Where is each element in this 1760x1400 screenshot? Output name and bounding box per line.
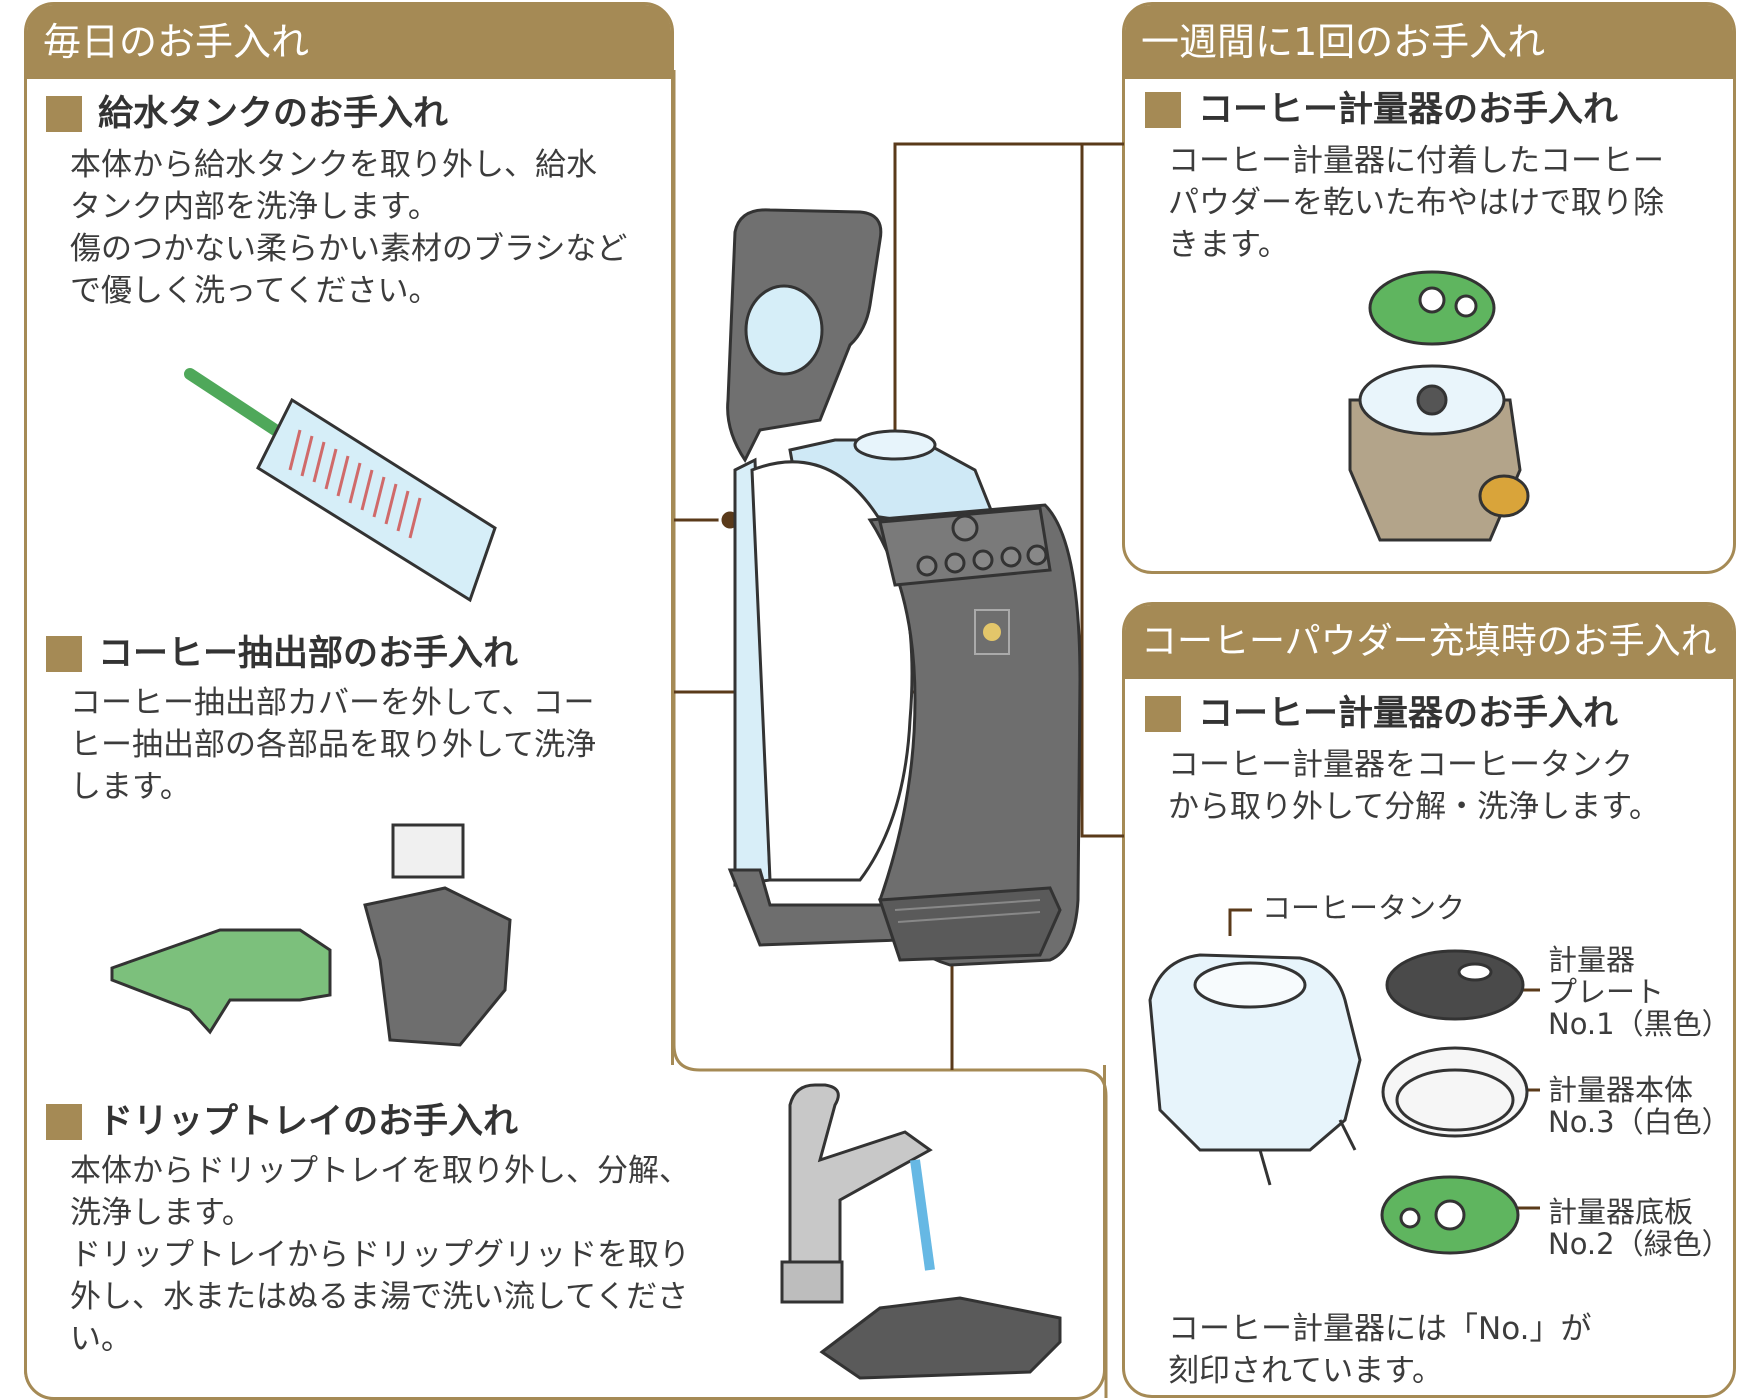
measurer-assembly-icon bbox=[1348, 398, 1522, 542]
water-tank-bullet bbox=[46, 96, 82, 132]
brew-unit-illustration bbox=[110, 823, 512, 1047]
label-coffee-tank: コーヒータンク bbox=[1262, 891, 1466, 925]
water-tank-text: 本体から給水タンクを取り外し、給水 タンク内部を洗浄します。 傷のつかない柔らか… bbox=[70, 147, 628, 309]
brew-unit-text: コーヒー抽出部カバーを外して、コー ヒー抽出部の各部品を取り外して洗浄 します。 bbox=[70, 685, 597, 805]
button-icon-2 bbox=[944, 552, 966, 574]
drip-tray bbox=[877, 886, 1062, 962]
top-cap bbox=[853, 429, 937, 461]
coffee-tank-part bbox=[1148, 953, 1362, 1152]
weekly-measurer-text: コーヒー計量器に付着したコーヒー パウダーを乾いた布やはけで取り除 きます。 bbox=[1168, 143, 1664, 263]
refill-note: コーヒー計量器には「No.」が 刻印されています。 bbox=[1168, 1311, 1592, 1389]
body-no3-icon bbox=[1381, 1046, 1529, 1138]
label-measurer-plate: 計量器 プレート No.1（黒色） bbox=[1548, 943, 1731, 1041]
refill-measurer-title: コーヒー計量器のお手入れ bbox=[1198, 694, 1619, 734]
drip-tray-bullet bbox=[46, 1104, 82, 1140]
machine-panel-outline bbox=[672, 70, 1108, 1398]
water-stream bbox=[910, 1159, 935, 1271]
power-button-icon bbox=[951, 514, 979, 542]
brew-filter-part bbox=[391, 823, 465, 879]
knob-icon bbox=[1478, 474, 1530, 518]
refill-care-header: コーヒーパウダー充填時のお手入れ bbox=[1125, 605, 1733, 679]
button-icon-5 bbox=[1026, 544, 1048, 566]
weekly-measurer-illustration bbox=[1348, 270, 1530, 542]
plate-no1-icon bbox=[1385, 949, 1525, 1021]
button-icon-3 bbox=[972, 549, 994, 571]
refill-illustration bbox=[1148, 949, 1529, 1255]
label-measurer-body: 計量器本体 No.3（白色） bbox=[1548, 1073, 1731, 1139]
brew-chamber-part bbox=[363, 886, 512, 1047]
weekly-measurer-title: コーヒー計量器のお手入れ bbox=[1198, 90, 1619, 130]
faucet-icon bbox=[788, 1083, 933, 1272]
washed-drip-tray bbox=[819, 1296, 1062, 1380]
button-icon-1 bbox=[916, 555, 938, 577]
leader-weekly bbox=[893, 142, 1124, 446]
brush-bristles bbox=[288, 429, 422, 539]
water-tank-title: 給水タンクのお手入れ bbox=[98, 94, 449, 134]
panel-seam-mask bbox=[28, 1058, 671, 1072]
refill-measurer-bullet bbox=[1145, 696, 1181, 732]
weekly-measurer-bullet bbox=[1145, 92, 1181, 128]
label-measurer-bottom: 計量器底板 No.2（緑色） bbox=[1548, 1195, 1731, 1261]
drip-wash-illustration bbox=[780, 1083, 1062, 1380]
faucet-base bbox=[780, 1260, 844, 1304]
leader-refill bbox=[1080, 144, 1124, 838]
lid-window bbox=[744, 284, 824, 376]
daily-care-header: 毎日のお手入れ bbox=[27, 5, 671, 79]
tank-body bbox=[256, 397, 497, 603]
tank-opening bbox=[1193, 961, 1307, 1009]
water-tank-illustration bbox=[184, 368, 497, 603]
weekly-care-header: 一週間に1回のお手入れ bbox=[1125, 5, 1733, 79]
button-icon-4 bbox=[1000, 546, 1022, 568]
refill-measurer-text: コーヒー計量器をコーヒータンク から取り外して分解・洗浄します。 bbox=[1168, 747, 1660, 825]
brew-cover-part bbox=[110, 928, 332, 1035]
brew-unit-bullet bbox=[46, 636, 82, 672]
brew-unit-title: コーヒー抽出部のお手入れ bbox=[98, 634, 519, 674]
leader-tank-label bbox=[1228, 908, 1252, 936]
drip-tray-title: ドリップトレイのお手入れ bbox=[98, 1102, 519, 1142]
coffee-machine bbox=[726, 208, 1082, 967]
drip-tray-text: 本体からドリップトレイを取り外し、分解、 洗浄します。 ドリップトレイからドリッ… bbox=[70, 1153, 690, 1357]
